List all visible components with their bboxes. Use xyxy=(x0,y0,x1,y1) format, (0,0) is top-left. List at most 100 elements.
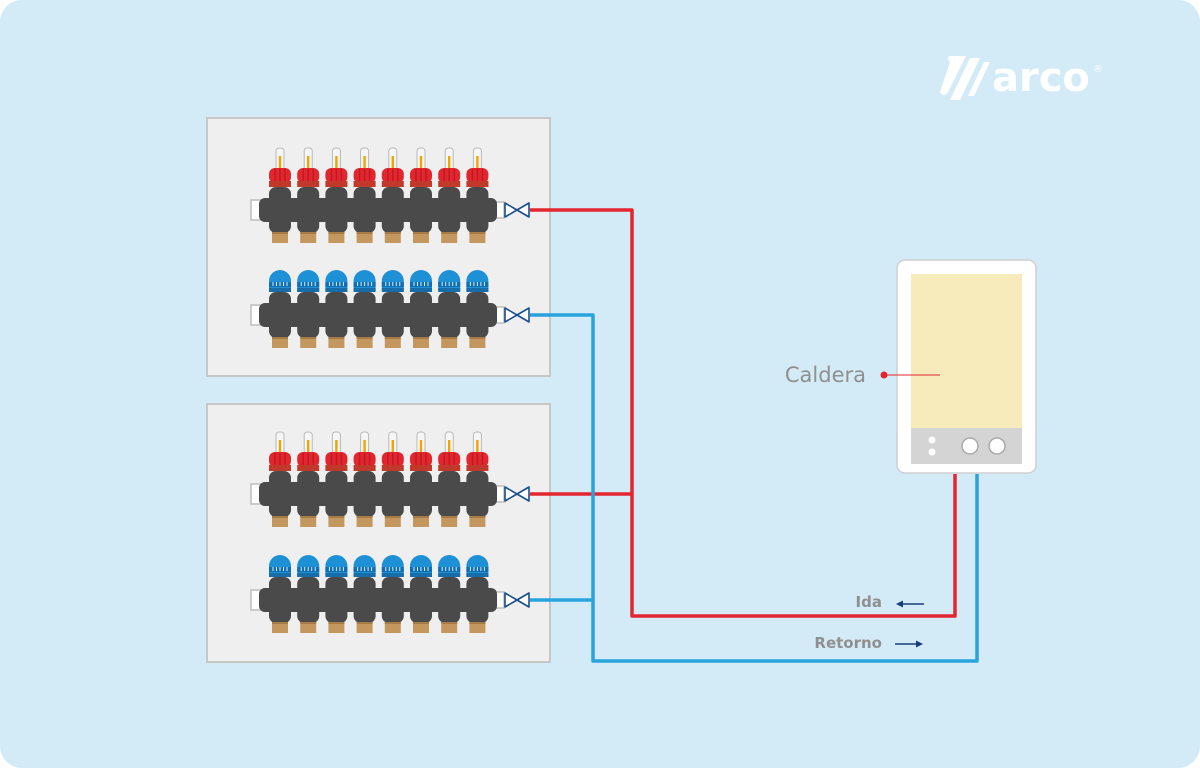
manifold-port xyxy=(325,292,348,338)
brass-fitting xyxy=(300,232,317,243)
manifold-port xyxy=(297,292,320,338)
manifold-port xyxy=(438,577,461,623)
manifold-body xyxy=(259,198,497,222)
return-pipe-main xyxy=(530,313,979,663)
brass-fitting xyxy=(384,337,401,348)
brass-fitting xyxy=(300,622,317,633)
manifold-port xyxy=(325,577,348,623)
supply-manifold xyxy=(250,431,530,527)
return-valve-cap xyxy=(409,269,433,293)
brass-fitting xyxy=(300,337,317,348)
boiler-label: Caldera xyxy=(785,363,866,387)
manifold-port xyxy=(297,471,320,517)
manifold-port xyxy=(325,471,348,517)
boiler-knob-right xyxy=(988,437,1006,455)
brass-fitting xyxy=(272,337,288,348)
manifold-port xyxy=(466,471,489,517)
return-valve-cap xyxy=(324,554,348,578)
manifold-port xyxy=(269,471,291,517)
supply-manifold xyxy=(250,147,530,243)
manifold-port xyxy=(269,187,291,233)
return-valve-cap xyxy=(296,269,320,293)
supply-pipe-main xyxy=(530,208,957,618)
manifold-port xyxy=(325,187,348,233)
manifold-port xyxy=(269,292,291,338)
manifold-port xyxy=(410,187,432,233)
manifold-port xyxy=(438,292,461,338)
brass-fitting xyxy=(328,232,345,243)
manifold-body xyxy=(259,482,497,506)
return-pipes xyxy=(530,313,979,663)
brass-fitting xyxy=(328,337,345,348)
return-valve-cap xyxy=(353,269,377,293)
manifold-port xyxy=(466,187,489,233)
return-valve-cap xyxy=(296,554,320,578)
return-valve-cap xyxy=(381,269,405,293)
brass-fitting xyxy=(469,516,486,527)
return-label: Retorno xyxy=(814,634,882,652)
return-valve-cap xyxy=(409,554,433,578)
return-valve-cap xyxy=(381,554,405,578)
manifold-port xyxy=(438,187,461,233)
manifold-port xyxy=(381,471,404,517)
return-valve-cap xyxy=(268,269,292,293)
arco-logo: arco ® xyxy=(940,55,1103,101)
manifold-port xyxy=(269,577,291,623)
brass-fitting xyxy=(272,232,288,243)
arco-logo-wordmark: arco xyxy=(992,55,1090,101)
manifold-port xyxy=(438,471,461,517)
brass-fitting xyxy=(356,622,373,633)
return-valve-cap xyxy=(324,269,348,293)
brass-fitting xyxy=(300,516,317,527)
boiler-led-top xyxy=(928,436,936,444)
manifold-port xyxy=(297,577,320,623)
brass-fitting xyxy=(384,622,401,633)
brass-fitting xyxy=(413,337,429,348)
manifold-port xyxy=(353,471,376,517)
brass-fitting xyxy=(272,516,288,527)
brass-fitting xyxy=(328,516,345,527)
right-arrow-icon xyxy=(895,640,923,648)
manifold-panel-upper xyxy=(206,117,551,377)
manifold-port xyxy=(410,471,432,517)
brass-fitting xyxy=(441,232,458,243)
manifold-port xyxy=(466,577,489,623)
manifold-port xyxy=(381,577,404,623)
brass-fitting xyxy=(469,232,486,243)
manifold-port xyxy=(353,187,376,233)
brass-fitting xyxy=(356,337,373,348)
manifold-port xyxy=(353,292,376,338)
brass-fitting xyxy=(413,516,429,527)
boiler-led-bottom xyxy=(928,448,936,456)
brass-fitting xyxy=(384,516,401,527)
manifold-body xyxy=(259,588,497,612)
brass-fitting xyxy=(328,622,345,633)
supply-label: Ida xyxy=(856,593,882,611)
manifold-port xyxy=(297,187,320,233)
return-valve-cap xyxy=(437,554,461,578)
return-valve-cap xyxy=(465,554,489,578)
brass-fitting xyxy=(384,232,401,243)
manifold-panel-lower xyxy=(206,403,551,663)
boiler-knob-left xyxy=(961,437,979,455)
boiler-screen xyxy=(911,274,1022,428)
return-valve-cap xyxy=(465,269,489,293)
brass-fitting xyxy=(469,337,486,348)
return-manifold xyxy=(250,554,530,633)
brass-fitting xyxy=(413,232,429,243)
manifold-body xyxy=(259,303,497,327)
return-manifold xyxy=(250,269,530,348)
manifold-port xyxy=(353,577,376,623)
registered-mark: ® xyxy=(1093,64,1103,75)
return-valve-cap xyxy=(353,554,377,578)
manifold-port xyxy=(466,292,489,338)
brass-fitting xyxy=(356,232,373,243)
arco-logo-icon xyxy=(940,56,990,100)
brass-fitting xyxy=(441,622,458,633)
brass-fitting xyxy=(469,622,486,633)
manifold-port xyxy=(410,577,432,623)
supply-pipes xyxy=(530,208,957,618)
brass-fitting xyxy=(356,516,373,527)
boiler xyxy=(880,259,1037,474)
manifolds xyxy=(250,147,530,633)
